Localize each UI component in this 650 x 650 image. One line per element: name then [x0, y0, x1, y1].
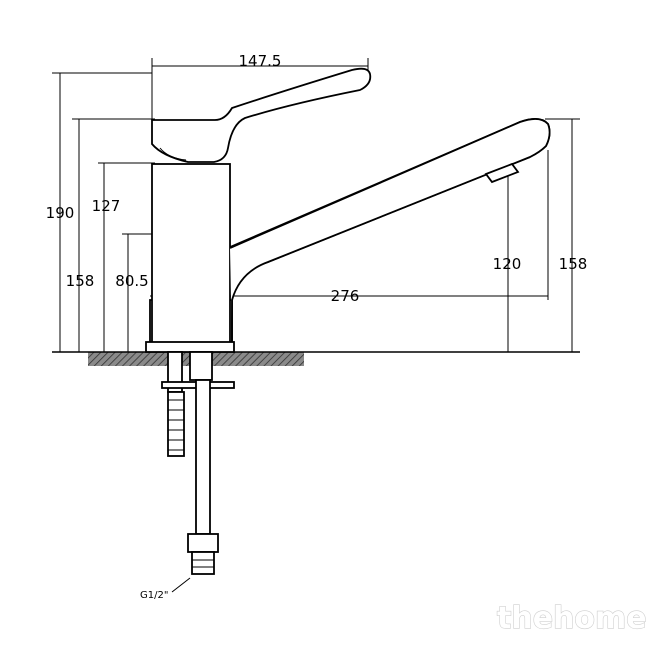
- supply-hose: G1/2": [140, 351, 219, 601]
- dimension-147-5: 147.5: [151, 52, 369, 122]
- dimension-127-label: 127: [92, 197, 121, 215]
- dimension-120: 120: [493, 176, 522, 352]
- watermark: thehome: [497, 601, 647, 636]
- dimension-276-label: 276: [331, 287, 360, 305]
- dimension-158-left-label: 158: [66, 272, 95, 290]
- dimension-158-right: 158: [545, 118, 588, 352]
- dimension-190: 190: [46, 72, 152, 352]
- dimension-80-5: 80.5: [115, 233, 155, 352]
- dimension-120-label: 120: [493, 255, 522, 273]
- dimension-127: 127: [92, 162, 155, 352]
- thread-label: G1/2": [140, 590, 168, 601]
- dimension-276: 276: [150, 150, 549, 305]
- dimension-80-5-label: 80.5: [115, 272, 148, 290]
- dimension-158-right-label: 158: [559, 255, 588, 273]
- dimension-158-left: 158: [66, 118, 155, 352]
- dimension-190-label: 190: [46, 204, 75, 222]
- faucet-body: [145, 67, 551, 353]
- dimension-147-5-label: 147.5: [239, 52, 282, 70]
